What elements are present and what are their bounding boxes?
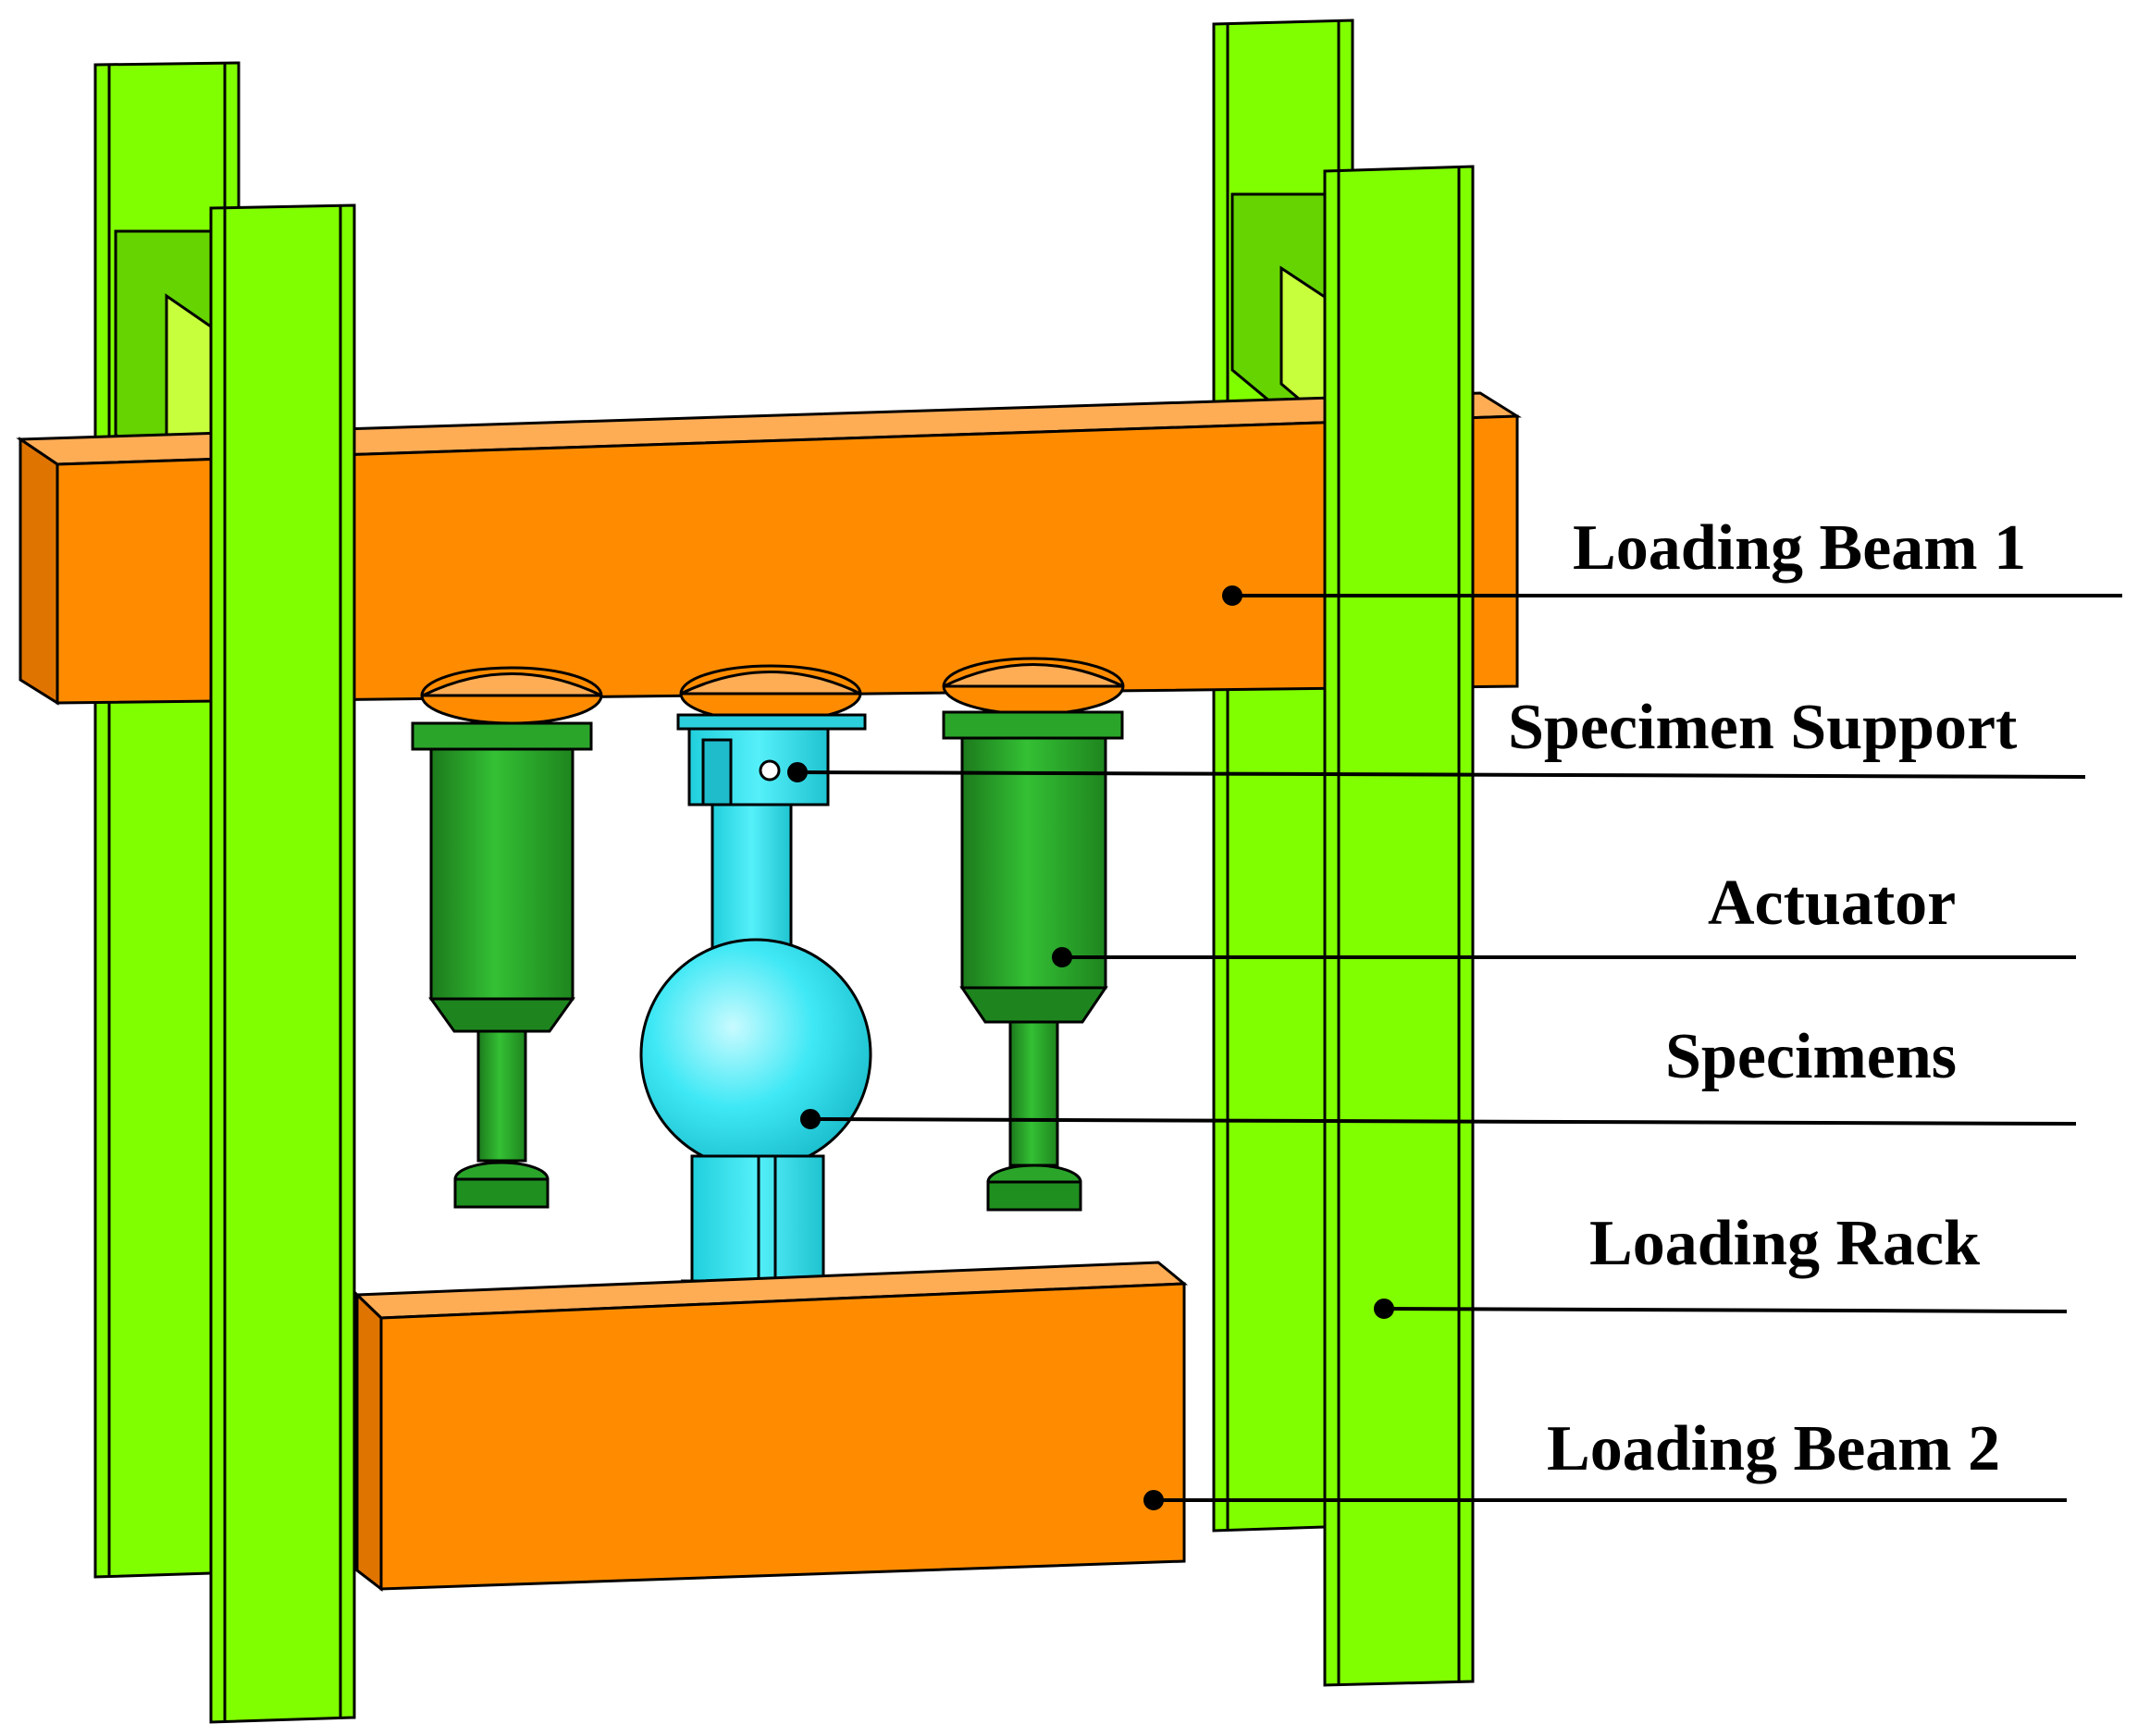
- label-loading-rack: Loading Rack: [1589, 1208, 1981, 1279]
- leader-lines: [787, 585, 2122, 1510]
- actuator-left: [411, 666, 603, 1209]
- leader-loading-rack: [1374, 1299, 2068, 1319]
- leader-loading-beam-1: [1222, 585, 2122, 606]
- actuator-right: [942, 657, 1125, 1212]
- leader-loading-beam-2: [1143, 1490, 2067, 1510]
- label-specimens: Specimens: [1665, 1021, 1957, 1092]
- specimen-support: [676, 664, 867, 954]
- loading-rack-front-left: [209, 203, 356, 1724]
- label-loading-beam-2: Loading Beam 2: [1547, 1413, 2001, 1484]
- leader-actuator: [1052, 947, 2076, 967]
- label-actuator: Actuator: [1708, 868, 1957, 939]
- label-specimen-support: Specimen Support: [1508, 692, 2018, 763]
- specimen-ball: [639, 938, 872, 1171]
- loading-beam-2: [353, 1261, 1188, 1593]
- loading-rack-front-right: [1323, 165, 1475, 1687]
- leader-specimen-support: [787, 762, 2086, 782]
- loading-beam-1: [16, 391, 1522, 706]
- leader-specimens: [800, 1109, 2077, 1129]
- label-loading-beam-1: Loading Beam 1: [1573, 512, 2027, 584]
